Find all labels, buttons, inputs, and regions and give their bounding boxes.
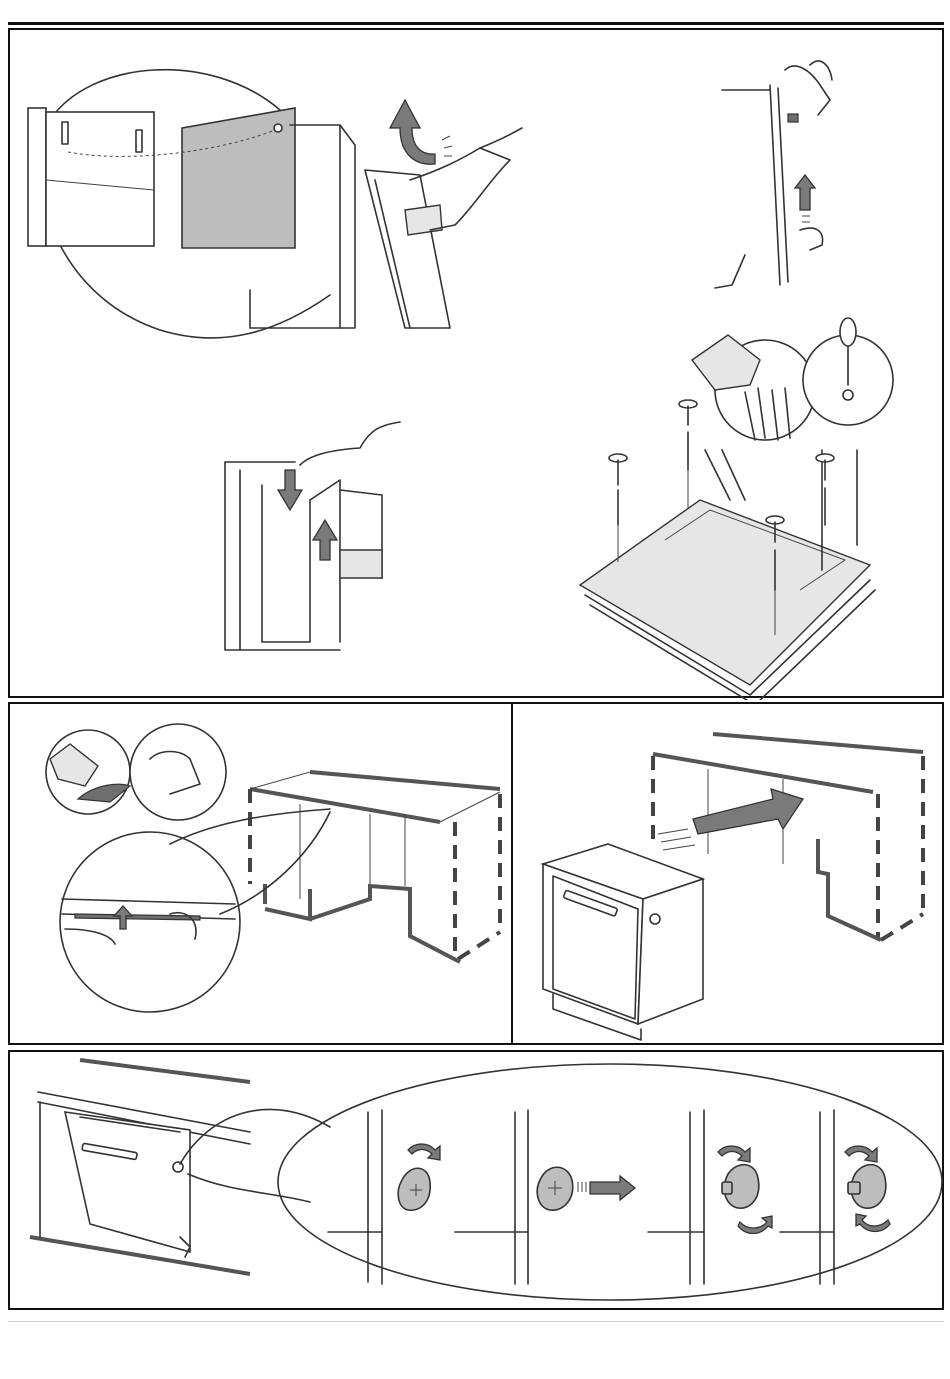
screw-panel-illustration (580, 318, 893, 700)
down-arrow-icon (278, 470, 302, 510)
footer-rule (8, 1321, 944, 1322)
side-fixing-knob (650, 914, 660, 924)
lift-panel-illustration (715, 61, 832, 288)
up-arrow-icon (795, 175, 815, 210)
press-down-illustration (225, 422, 400, 650)
panel-side-fixing (8, 1050, 944, 1310)
detail-circle-hooks (28, 70, 330, 338)
screw-icon-1 (609, 454, 627, 562)
screw-icon-2 (679, 400, 697, 508)
dishwasher-appliance (543, 844, 703, 1040)
door-mounting-illustration (10, 30, 946, 700)
niche-outline (250, 772, 500, 962)
up-arrow-icon-2 (313, 520, 337, 560)
push-arrow-icon (658, 789, 803, 850)
detail-oval-fixing (180, 1064, 942, 1300)
detail-circle-peel (130, 724, 226, 820)
installed-appliance (30, 1060, 250, 1274)
top-rule (8, 22, 944, 25)
panel-protection-strip (8, 702, 513, 1045)
rotate-arrow-icon (390, 100, 452, 164)
screw-icon-3 (816, 454, 834, 525)
panel-door-mounting (8, 28, 944, 698)
detail-circle-apply (60, 832, 240, 1012)
side-fixing-illustration (10, 1052, 946, 1312)
panel-slide-in (511, 702, 944, 1045)
slide-in-illustration (513, 704, 946, 1047)
protection-strip-illustration (10, 704, 515, 1047)
